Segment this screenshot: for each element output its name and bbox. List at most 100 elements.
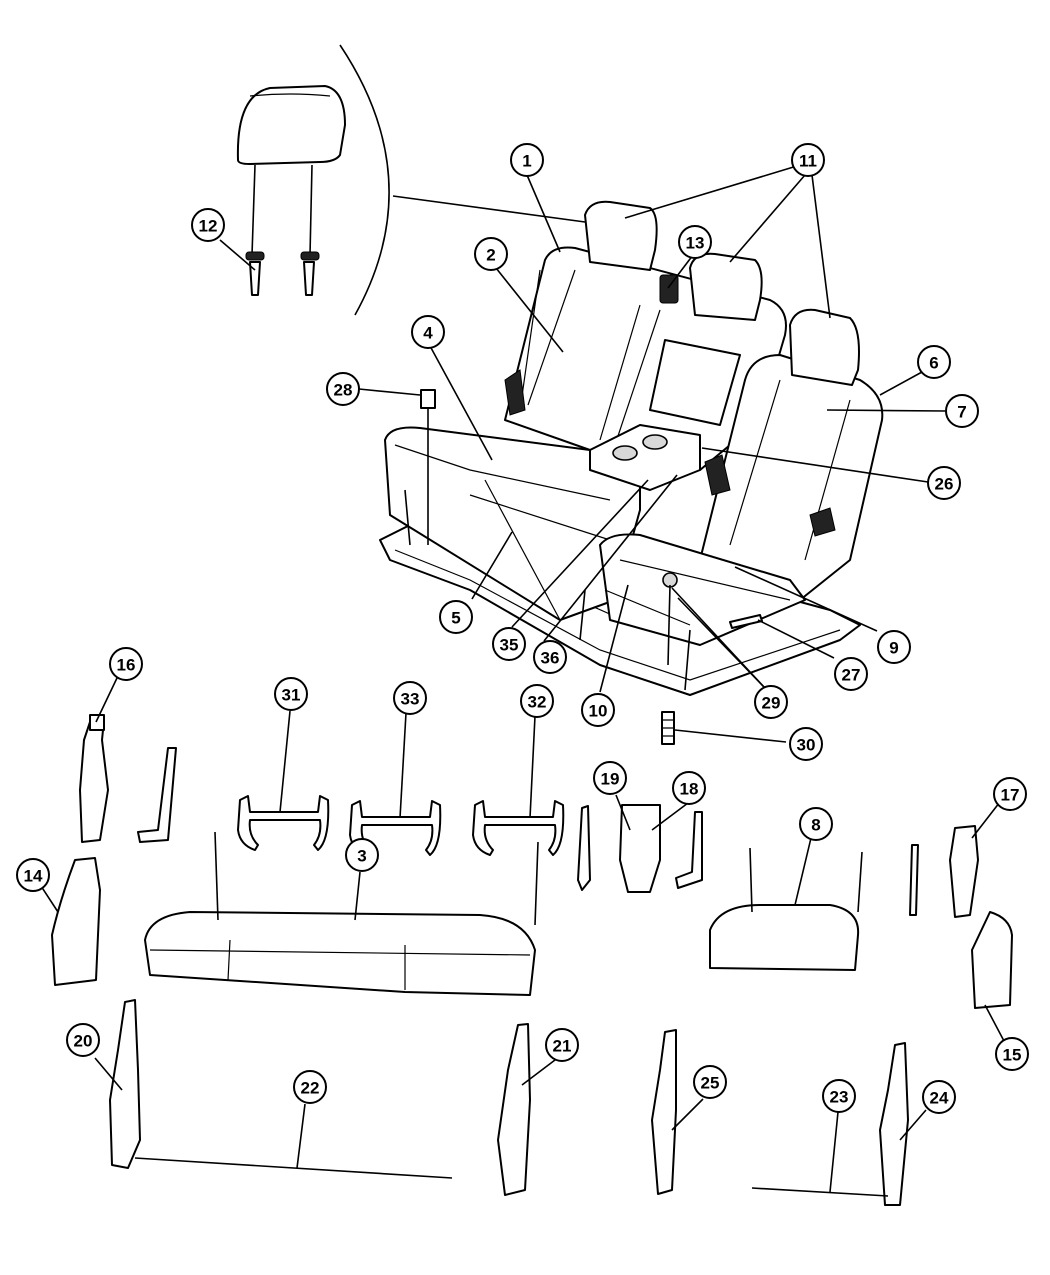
callout-label: 20 [74,1032,93,1051]
callout-30: 30 [789,727,823,761]
callout-circle [492,627,526,661]
callout-circle [533,640,567,674]
callout-circle [293,1070,327,1104]
callout-1: 1 [510,143,544,177]
callout-23: 23 [822,1079,856,1113]
callout-circle [693,1065,727,1099]
callout-27: 27 [834,657,868,691]
callout-label: 3 [357,847,366,866]
callout-2: 2 [474,237,508,271]
callout-label: 36 [541,649,560,668]
callout-circle [393,681,427,715]
callout-label: 2 [486,246,495,265]
callout-label: 23 [830,1088,849,1107]
callout-circle [799,807,833,841]
callout-label: 11 [799,152,817,171]
callout-9: 9 [877,630,911,664]
callout-19: 19 [593,761,627,795]
callout-22: 22 [293,1070,327,1104]
callout-label: 19 [601,770,620,789]
callout-32: 32 [520,684,554,718]
callout-label: 13 [686,234,705,253]
callout-circle [520,684,554,718]
callout-7: 7 [945,394,979,428]
callout-circle [877,630,911,664]
callout-24: 24 [922,1080,956,1114]
callout-35: 35 [492,627,526,661]
callout-circle [822,1079,856,1113]
callout-11: 11 [791,143,825,177]
callout-circle [545,1028,579,1062]
callout-circle [922,1080,956,1114]
callout-label: 15 [1003,1046,1022,1065]
callout-label: 9 [889,639,898,658]
callout-circle [754,685,788,719]
callout-13: 13 [678,225,712,259]
callout-label: 12 [199,217,218,236]
callout-label: 17 [1001,786,1020,805]
callout-28: 28 [326,372,360,406]
callout-33: 33 [393,681,427,715]
callout-label: 4 [423,324,433,343]
callout-label: 31 [282,686,301,705]
leader-lines [40,161,1005,1193]
callout-circle [274,677,308,711]
callout-circle [66,1023,100,1057]
callout-8: 8 [799,807,833,841]
callout-circle [789,727,823,761]
callout-circle [345,838,379,872]
callout-10: 10 [581,693,615,727]
callout-label: 22 [301,1079,320,1098]
callout-circle [510,143,544,177]
callout-label: 7 [957,403,966,422]
callout-18: 18 [672,771,706,805]
callout-label: 1 [522,152,531,171]
callout-20: 20 [66,1023,100,1057]
callout-14: 14 [16,858,50,892]
callout-label: 27 [842,666,861,685]
callout-circle [917,345,951,379]
callout-label: 5 [451,609,460,628]
callout-36: 36 [533,640,567,674]
callout-12: 12 [191,208,225,242]
callout-31: 31 [274,677,308,711]
callout-circle [993,777,1027,811]
callout-circle [791,143,825,177]
rear-seat-assembly [379,200,884,745]
callout-label: 28 [334,381,353,400]
headrest-detail-inset [236,44,586,316]
callout-circle [474,237,508,271]
callout-label: 25 [701,1074,720,1093]
callout-circle [109,647,143,681]
callout-circle [326,372,360,406]
callout-label: 24 [930,1089,949,1108]
callout-circle [411,315,445,349]
left-brackets [51,714,177,986]
callout-label: 10 [589,702,608,721]
callout-label: 30 [797,736,816,755]
callout-circle [678,225,712,259]
callout-label: 8 [811,816,820,835]
callout-17: 17 [993,777,1027,811]
lower-rails [109,999,909,1206]
callout-3: 3 [345,838,379,872]
callout-4: 4 [411,315,445,349]
callout-label: 14 [24,867,43,886]
right-frame-parts [577,804,1013,1009]
callout-5: 5 [439,600,473,634]
callout-label: 16 [117,656,136,675]
callout-label: 18 [680,780,699,799]
callout-circle [927,466,961,500]
callout-6: 6 [917,345,951,379]
callout-label: 6 [929,354,938,373]
callout-circle [439,600,473,634]
callout-circle [834,657,868,691]
callout-circle [995,1037,1029,1071]
callout-25: 25 [693,1065,727,1099]
callout-21: 21 [545,1028,579,1062]
callout-circle [945,394,979,428]
callout-circle [16,858,50,892]
callout-26: 26 [927,466,961,500]
